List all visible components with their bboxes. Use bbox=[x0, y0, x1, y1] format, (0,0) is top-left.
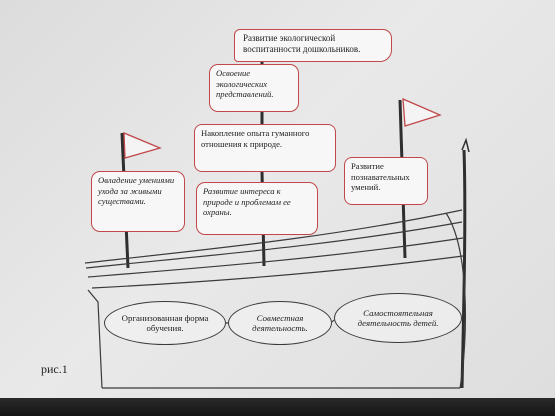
task-box-poznavatelnye: Развитие познавательных умений. bbox=[344, 157, 428, 205]
task-box-nakoplenie: Накопление опыта гуманного отношения к п… bbox=[194, 124, 336, 172]
hull-rail-3 bbox=[87, 237, 464, 278]
task-box-osvoenie: Освоение экологических представлений. bbox=[209, 64, 299, 112]
goal-box: Развитие экологической воспитанности дош… bbox=[234, 29, 392, 62]
hull-rail-4 bbox=[91, 255, 464, 289]
bow-post bbox=[460, 149, 467, 389]
flag-left bbox=[123, 132, 162, 159]
form-oval-joint: Совместная деятельность. bbox=[228, 301, 332, 345]
hull-rail-2 bbox=[85, 221, 463, 269]
connector-2-3 bbox=[331, 319, 335, 323]
dark-floor-strip bbox=[0, 398, 555, 416]
hull-stern bbox=[87, 289, 103, 389]
task-box-interes: Развитие интереса к природе и проблемам … bbox=[196, 182, 318, 235]
hull-bow-curve bbox=[445, 212, 467, 389]
figure-label: рис.1 bbox=[41, 362, 68, 376]
task-box-ovladenie: Овладение умениями ухода за живыми сущес… bbox=[91, 171, 185, 232]
form-oval-independent: Самостоятельная деятельность детей. bbox=[334, 293, 462, 343]
flag-right bbox=[402, 97, 442, 127]
hull-rail-top bbox=[84, 209, 463, 264]
form-oval-organized: Организованная форма обучения. bbox=[104, 301, 226, 345]
bow-tip bbox=[461, 137, 470, 153]
